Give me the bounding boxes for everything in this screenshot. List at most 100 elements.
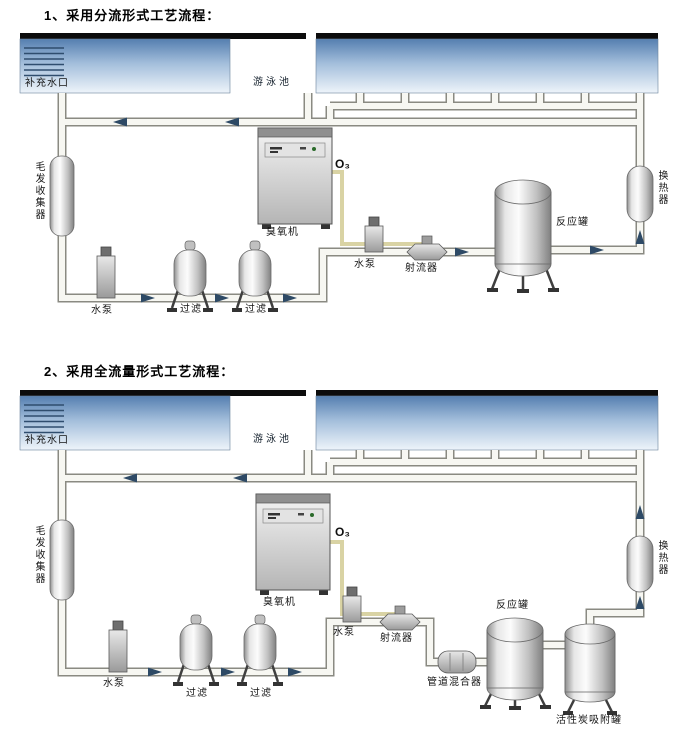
pipe-network-1 (57, 93, 645, 303)
indicator-light (310, 513, 314, 517)
indicator-light (312, 147, 316, 151)
ozone-generator-label: 臭氧机 (266, 227, 299, 238)
filter-vent (190, 614, 202, 625)
cabinet-foot (260, 590, 269, 595)
ejector-2 (379, 605, 421, 631)
filter-vent (249, 240, 261, 251)
diagram-2 (19, 390, 659, 715)
main-pump-label: 水泵 (103, 678, 125, 689)
filter-body (243, 623, 277, 671)
indicator-bar (268, 513, 280, 516)
ozone-generator (257, 127, 333, 229)
diagram2-title: 2、采用全流量形式工艺流程： (44, 364, 235, 379)
flow-arrow-left (233, 473, 247, 483)
sand-filter-1b (232, 240, 278, 312)
control-panel (262, 508, 324, 524)
cabinet-foot (321, 224, 330, 229)
pool-deck-bar-left (20, 33, 306, 39)
cabinet-top-band (257, 127, 333, 138)
flow-arrow-left (113, 117, 127, 127)
ejector-body (379, 613, 421, 631)
makeup-inlet-label: 补充水口 (25, 435, 69, 446)
pump-body (364, 225, 384, 253)
pool-1 (19, 33, 659, 94)
ejector-body (406, 243, 448, 261)
flow-arrow-up (635, 596, 645, 609)
tank-leg (604, 699, 614, 713)
pipe-core (59, 93, 643, 301)
tank-foot (607, 711, 617, 715)
control-panel (264, 142, 326, 158)
main-pump-2 (108, 620, 128, 673)
flow-arrow-right (221, 667, 235, 677)
flow-arrows-1 (113, 117, 645, 303)
booster-pump-2 (342, 586, 362, 623)
flow-arrow-right (148, 667, 162, 677)
booster-pump-label: 水泵 (354, 259, 376, 270)
carbon-adsorption-tank (563, 623, 617, 715)
filter-label: 过滤 (250, 688, 272, 699)
ejector-label: 射流器 (380, 633, 413, 644)
hair-collector (49, 155, 75, 237)
heat-exchanger-label: 换热器 (656, 540, 667, 576)
sand-filter-2a (173, 614, 219, 686)
reaction-tank-1 (487, 179, 559, 293)
flow-arrows-2 (123, 473, 645, 677)
tank-foot (548, 288, 559, 292)
swimming-pool-label: 游泳池 (253, 434, 292, 445)
heat-exchanger-label: 换热器 (656, 170, 667, 206)
cabinet-foot (319, 590, 328, 595)
main-pump-1 (96, 246, 116, 299)
ozone-gas-label: O₃ (335, 525, 350, 539)
ozone-generator (255, 493, 331, 595)
flow-arrow-right (288, 667, 302, 677)
mixer-body (437, 650, 477, 674)
filter-vent (184, 240, 196, 251)
indicator-bar (300, 147, 306, 150)
swimming-pool-label: 游泳池 (253, 77, 292, 88)
cabinet-foot (262, 224, 271, 229)
cabinet-top-band (255, 493, 331, 504)
tank-foot (480, 705, 491, 709)
flow-arrow-right (141, 293, 155, 303)
pool-water-right (315, 395, 659, 451)
pump-body (96, 255, 116, 299)
ozone-feed-line (330, 540, 395, 616)
tank-foot (563, 711, 573, 715)
filter-label: 过滤 (180, 304, 202, 315)
flow-arrow-up (635, 230, 645, 244)
main-pump-label: 水泵 (91, 305, 113, 316)
filter-label: 过滤 (186, 688, 208, 699)
cabinet-body (255, 493, 331, 591)
pipeline-mixer-label: 管道混合器 (427, 677, 482, 688)
carbon-tank-label: 活性炭吸附罐 (556, 715, 622, 726)
flow-arrow-right (215, 293, 229, 303)
reaction-tank-label: 反应罐 (496, 600, 529, 611)
pump-body (108, 629, 128, 673)
heat-exchanger-2 (626, 535, 654, 593)
tank-foot (517, 289, 529, 293)
pool-deck-bar-right (316, 33, 658, 39)
pipe-network-2 (57, 450, 645, 677)
pool-deck-bar-right (316, 390, 658, 396)
flow-arrow-right (590, 245, 604, 255)
ejector-label: 射流器 (405, 263, 438, 274)
tank-foot (487, 288, 498, 292)
diagram1-title: 1、采用分流形式工艺流程： (44, 8, 221, 23)
flow-arrow-up (635, 505, 645, 519)
tank-top-dome (564, 623, 616, 645)
tank-leg (566, 699, 576, 713)
heat-exchanger-1 (626, 165, 654, 223)
hair-collector-label: 毛发收集器 (33, 161, 44, 221)
makeup-water-inlet-grate (24, 404, 64, 434)
indicator-bar (270, 147, 282, 150)
pump-motor (112, 620, 124, 631)
pipe-core (59, 450, 643, 675)
pipeline-mixer (437, 650, 477, 674)
flow-arrow-left (225, 117, 239, 127)
pool-deck-bar-left (20, 390, 306, 396)
diagram-1 (19, 33, 659, 312)
pump-motor (100, 246, 112, 257)
